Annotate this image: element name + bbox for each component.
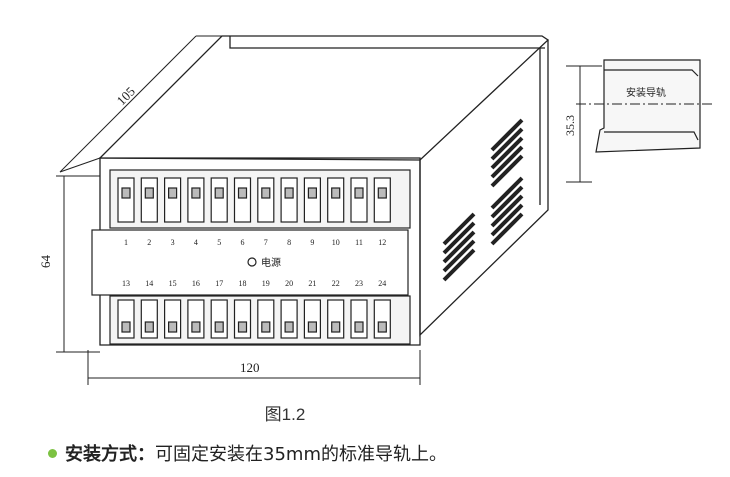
vent-slot <box>490 118 524 152</box>
vent-slot <box>442 239 476 273</box>
terminal-screw <box>331 321 341 333</box>
terminal-number-bottom: 22 <box>332 279 340 288</box>
vent-slot <box>490 212 524 246</box>
terminal-screw <box>214 187 224 199</box>
vent-slot <box>490 176 524 210</box>
vent-slot <box>442 212 476 246</box>
terminal-slot-top <box>257 177 275 223</box>
terminal-slot-top <box>373 177 391 223</box>
power-indicator-icon <box>247 257 257 267</box>
terminal-screw <box>354 321 364 333</box>
terminal-number-bottom: 20 <box>285 279 293 288</box>
terminal-slot-top <box>280 177 298 223</box>
terminal-screw <box>331 187 341 199</box>
terminal-slot-top <box>210 177 228 223</box>
vent-slot <box>490 154 524 188</box>
dimension-width: 120 <box>240 360 260 375</box>
terminal-number-top: 6 <box>241 238 245 247</box>
terminal-screw <box>307 187 317 199</box>
terminal-screw <box>121 187 131 199</box>
rail-label: 安装导轨 <box>626 86 666 99</box>
mounting-note: 安装方式：可固定安装在35mm的标准导轨上。 <box>48 440 447 466</box>
power-label: 电源 <box>261 256 281 269</box>
terminal-number-top: 10 <box>332 238 340 247</box>
terminal-screw <box>284 321 294 333</box>
terminal-number-bottom: 13 <box>122 279 130 288</box>
terminal-number-top: 12 <box>378 238 386 247</box>
terminal-screw <box>144 321 154 333</box>
figure-caption: 图1.2 <box>264 405 306 424</box>
terminal-screw <box>261 187 271 199</box>
side-vents <box>442 118 524 282</box>
terminal-slot-top <box>233 177 252 223</box>
terminal-number-bottom: 15 <box>169 279 177 288</box>
terminal-screw <box>261 321 271 333</box>
terminal-numbers-bottom: 13 14 15 16 17 18 19 20 21 22 23 24 <box>122 279 386 288</box>
dimension-height: 64 <box>38 255 53 269</box>
terminal-screw <box>144 187 154 199</box>
terminal-screw <box>284 187 294 199</box>
terminal-number-top: 8 <box>287 238 291 247</box>
terminal-number-top: 7 <box>264 238 268 247</box>
vent-slot <box>490 145 524 179</box>
terminal-number-bottom: 19 <box>262 279 270 288</box>
dimension-depth: 105 <box>114 84 138 108</box>
terminal-screw <box>214 321 224 333</box>
terminal-number-bottom: 24 <box>378 279 386 288</box>
terminal-number-bottom: 21 <box>308 279 316 288</box>
terminal-screw <box>191 187 201 199</box>
terminal-screw <box>307 321 317 333</box>
housing-top-rib <box>229 36 545 49</box>
vent-slot <box>490 185 524 219</box>
terminal-slot-top <box>140 177 158 223</box>
terminal-slot-top <box>303 177 321 223</box>
note-key: 安装方式： <box>65 444 155 465</box>
vent-slot <box>442 221 476 255</box>
terminal-slots <box>117 177 391 339</box>
terminal-screw <box>168 321 178 333</box>
terminal-screw <box>377 321 387 333</box>
terminal-number-top: 4 <box>194 238 198 247</box>
terminal-slot-top <box>164 177 182 223</box>
terminal-number-top: 11 <box>355 238 363 247</box>
vent-slot <box>442 248 476 282</box>
terminal-screw <box>237 321 248 333</box>
terminal-number-bottom: 18 <box>239 279 247 288</box>
vent-slot <box>490 203 524 237</box>
vent-slot <box>490 127 524 161</box>
terminal-number-top: 5 <box>217 238 221 247</box>
terminal-number-bottom: 14 <box>145 279 153 288</box>
housing-top-face <box>98 35 550 161</box>
vent-slot <box>442 230 476 264</box>
terminal-slot-top <box>327 177 345 223</box>
din-rail-icon <box>595 59 701 153</box>
vent-slot <box>490 136 524 170</box>
terminal-number-bottom: 17 <box>215 279 223 288</box>
terminal-number-bottom: 16 <box>192 279 200 288</box>
bullet-icon <box>48 448 57 458</box>
terminal-screw <box>168 187 178 199</box>
terminal-slot-top <box>187 177 205 223</box>
terminal-number-top: 2 <box>147 238 151 247</box>
terminal-screw <box>377 187 387 199</box>
terminal-screw <box>121 321 131 333</box>
vent-slot <box>490 194 524 228</box>
terminal-slot-top <box>350 177 368 223</box>
terminal-screw <box>354 187 364 199</box>
terminal-number-bottom: 23 <box>355 279 363 288</box>
terminal-number-top: 9 <box>310 238 314 247</box>
terminal-screw <box>237 187 248 199</box>
terminal-slot-top <box>117 177 135 223</box>
terminal-number-top: 3 <box>171 238 175 247</box>
terminal-screw <box>191 321 201 333</box>
terminal-number-top: 1 <box>124 238 128 247</box>
dimension-rail-height: 35.3 <box>563 115 577 136</box>
housing-right-face <box>419 40 549 337</box>
note-text: 可固定安装在35mm的标准导轨上。 <box>155 444 447 465</box>
